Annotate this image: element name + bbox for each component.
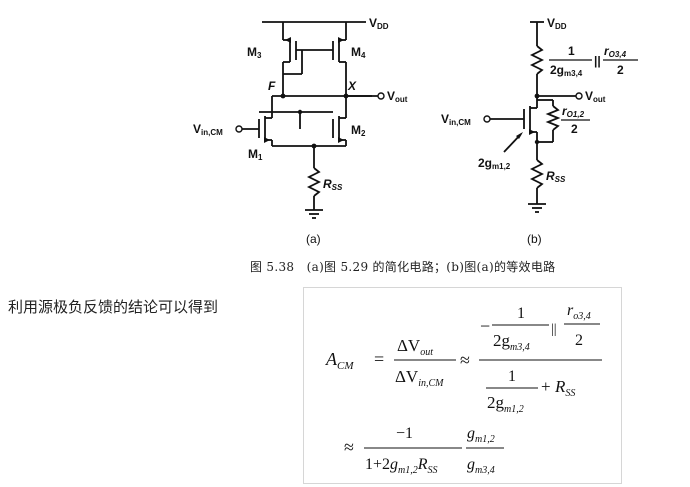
eq-num-one: 1 <box>517 305 525 322</box>
fig-a-m1-label: M1 <box>248 147 263 162</box>
fig-a-panel-label: (a) <box>306 232 321 246</box>
fig-a-vout-label: Vout <box>387 89 408 104</box>
eq-den2: 1+2gm1,2RSS <box>365 456 438 476</box>
eq-neg-one: −1 <box>396 425 413 442</box>
figure-caption: 图 5.38 (a)图 5.29 的简化电路；(b)图(a)的等效电路 <box>250 260 556 274</box>
fig-b-ro12: rO1,2 <box>562 104 585 119</box>
eq-gm12: gm1,2 <box>467 425 495 445</box>
eq-gm34: gm3,4 <box>467 456 495 476</box>
fig-b-ro34: rO3,4 <box>604 44 627 59</box>
fig-a-m4-label: M4 <box>351 45 366 60</box>
fig-b-panel-label: (b) <box>527 232 542 246</box>
fig-b-frac-den: 2gm3,4 <box>550 63 583 78</box>
eq-plus: + <box>541 377 551 396</box>
eq-dvin: ΔVin,CM <box>395 367 444 389</box>
fig-b-vout-label: Vout <box>585 89 606 104</box>
eq-approx: ≈ <box>460 350 470 370</box>
fig-b-rss-label: RSS <box>546 169 566 184</box>
equation-box: ACM = ΔVout ΔVin,CM ≈ − 1 2gm3,4 || ro3,… <box>303 287 622 484</box>
eq-dvout: ΔVout <box>397 336 433 358</box>
body-text: 利用源极负反馈的结论可以得到 <box>8 298 219 316</box>
eq-rss: RSS <box>554 377 575 399</box>
fig-a-x-label: X <box>347 79 357 93</box>
eq-den-2gm12: 2gm1,2 <box>487 393 524 415</box>
equation: ACM = ΔVout ΔVin,CM ≈ − 1 2gm3,4 || ro3,… <box>325 302 602 476</box>
fig-b-ro12-den: 2 <box>571 122 578 136</box>
fig-b-vdd-label: VDD <box>547 16 567 31</box>
eq-parallel: || <box>551 322 557 337</box>
eq-den-one: 1 <box>508 368 516 385</box>
fig-b-parallel: || <box>594 54 601 68</box>
fig-a-m2-label: M2 <box>351 123 366 138</box>
eq-lhs: ACM <box>325 349 354 372</box>
fig-a-f-label: F <box>268 79 276 93</box>
eq-two: 2 <box>575 332 583 349</box>
fig-b-gm-label: 2gm1,2 <box>478 156 511 171</box>
fig-a-vin-label: Vin,CM <box>193 122 223 137</box>
fig-b-vin-label: Vin,CM <box>441 112 471 127</box>
eq-minus: − <box>480 316 490 336</box>
eq-num-2gm34: 2gm3,4 <box>493 331 530 353</box>
fig-a-vdd-label: VDD <box>369 16 389 31</box>
eq-r-o34: ro3,4 <box>567 302 591 322</box>
fig-b-ro34-den: 2 <box>617 63 624 77</box>
fig-b-frac-num: 1 <box>568 44 575 58</box>
eq-approx2: ≈ <box>344 437 354 457</box>
fig-a-rss-label: RSS <box>323 177 343 192</box>
circuit-figure: VDD M3 M4 F X Vout Vin,CM M1 M2 RSS (a) … <box>193 16 638 246</box>
eq-equals: = <box>374 349 384 369</box>
fig-a-m3-label: M3 <box>247 45 262 60</box>
